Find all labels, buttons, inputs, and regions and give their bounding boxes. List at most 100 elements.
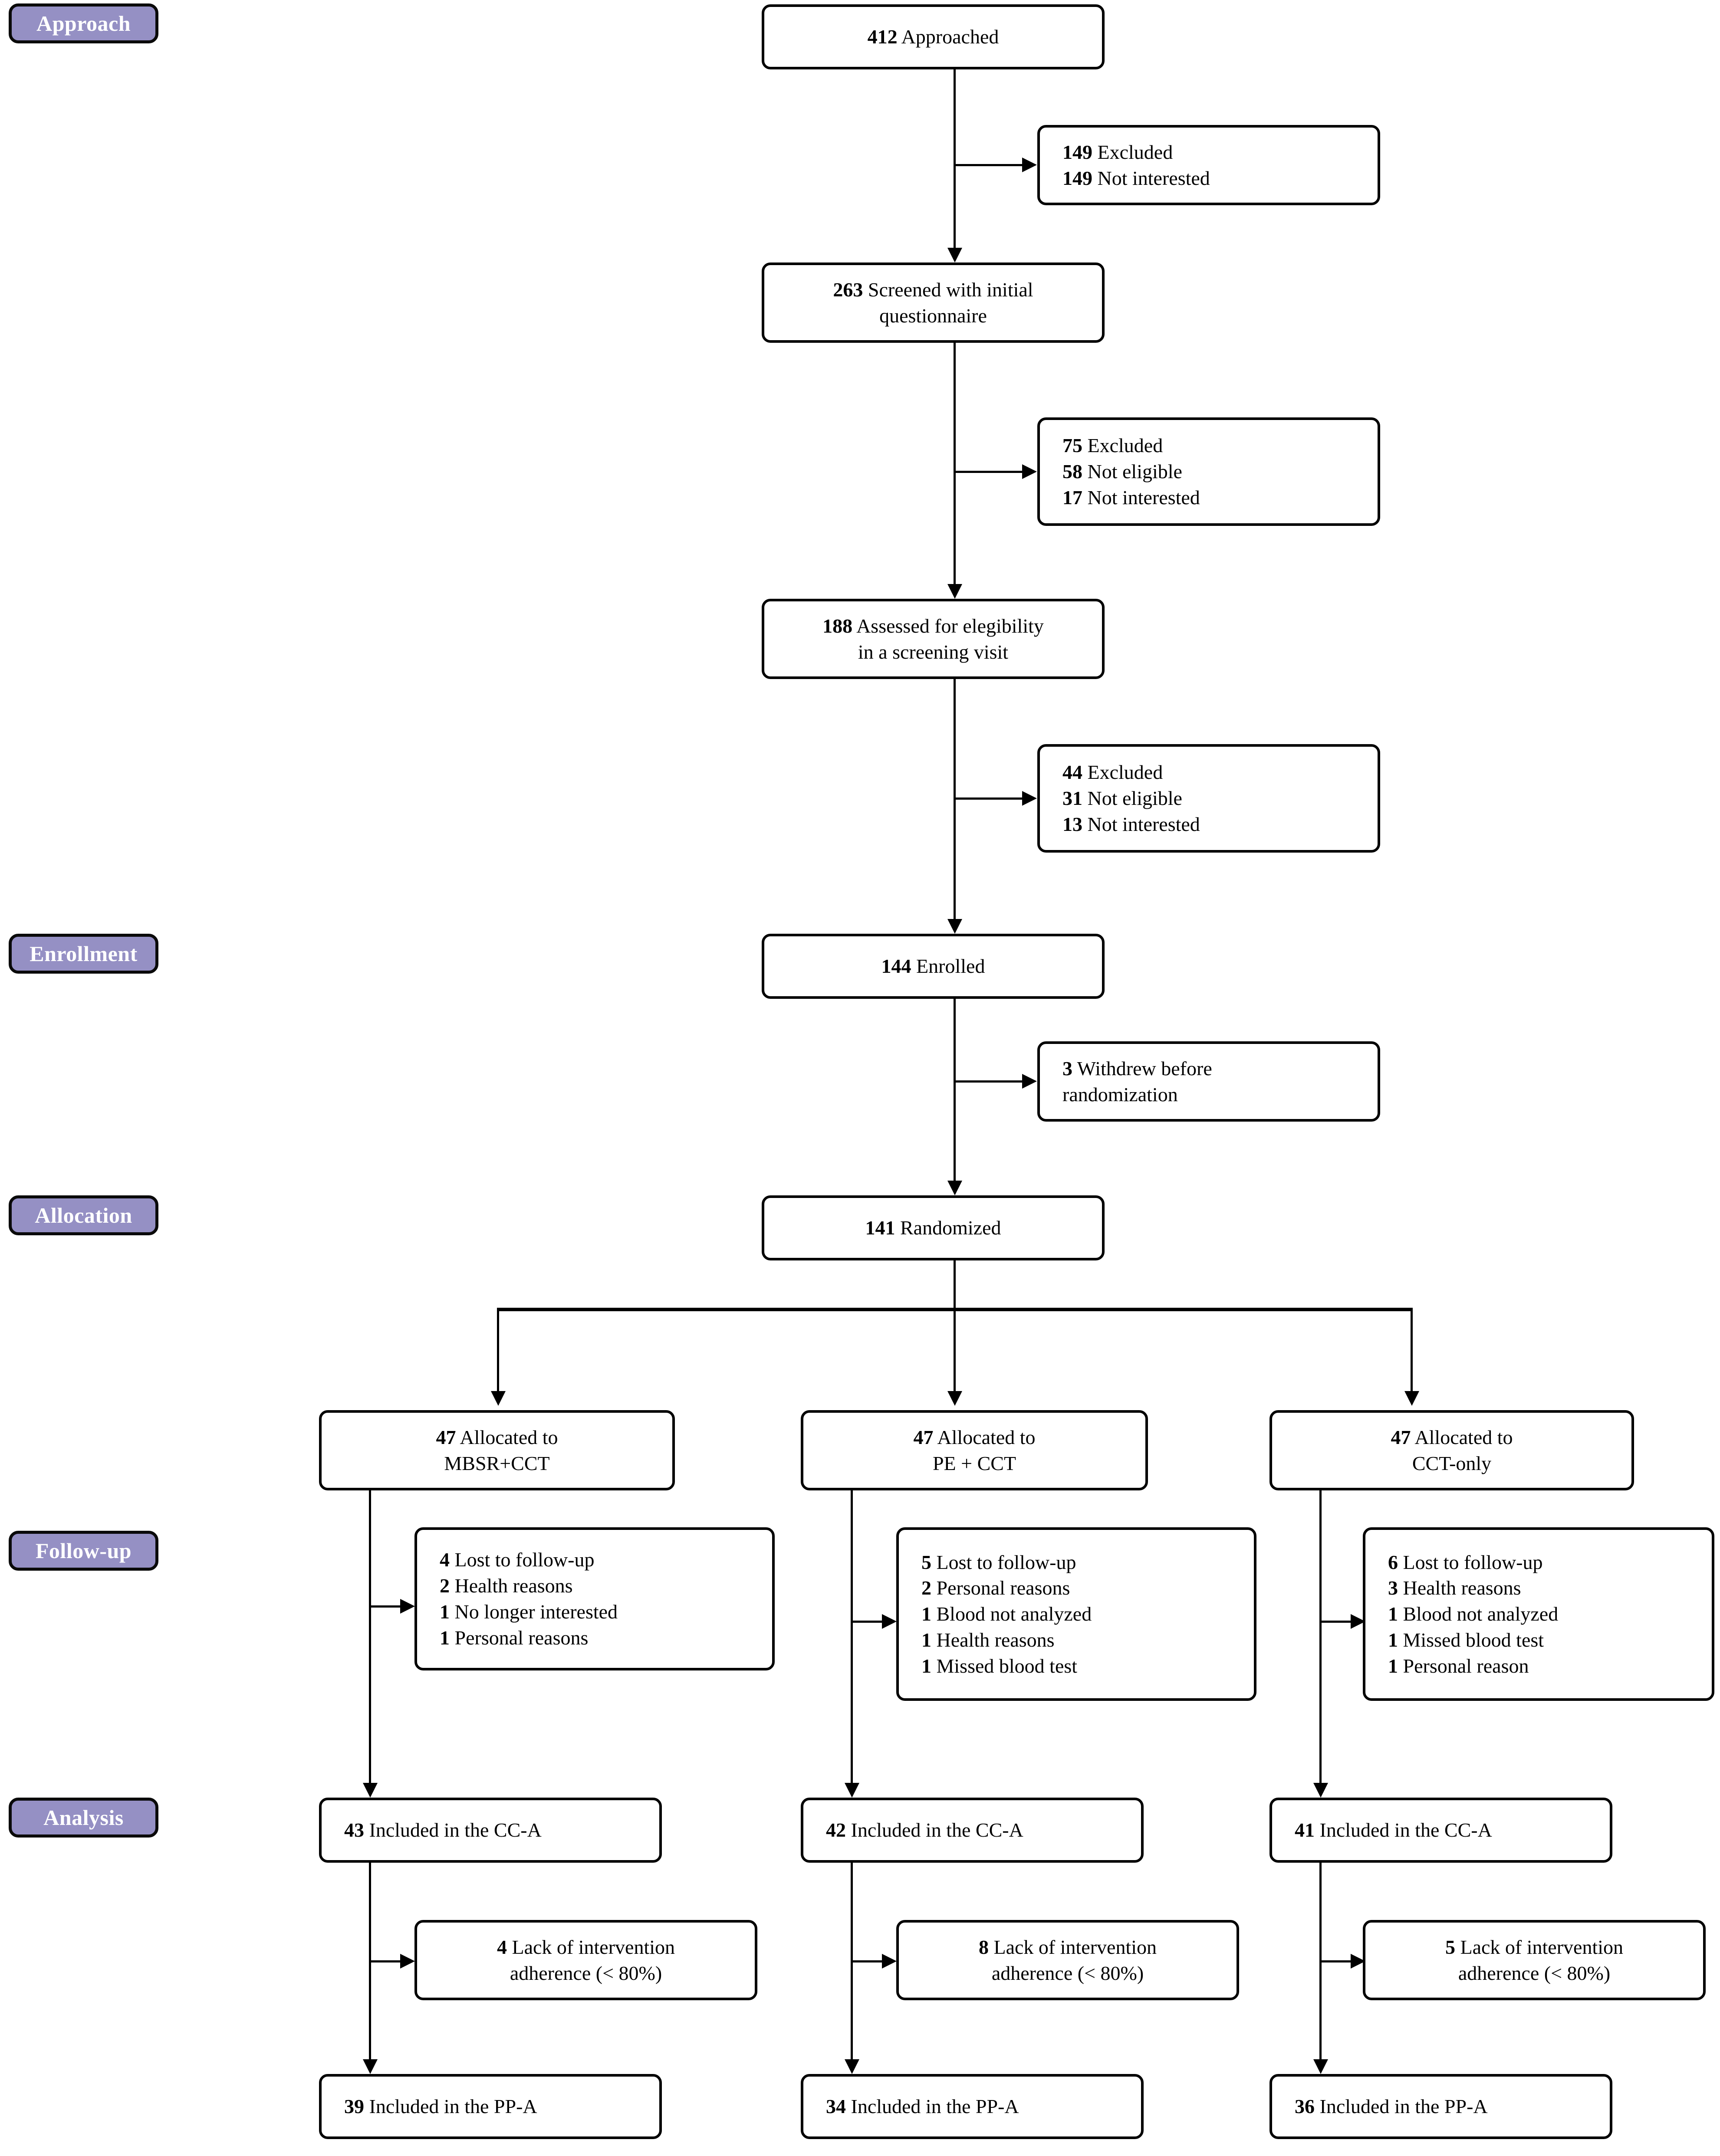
lost-cct-count-4: 1 (1388, 1654, 1398, 1677)
box-excluded-1: 149 Excluded 149 Not interested (1037, 125, 1380, 205)
lost-pe-line2: 2 Personal reasons (921, 1575, 1070, 1601)
lost-cct-text-4: Personal reason (1398, 1654, 1529, 1677)
box-randomized: 141 Randomized (762, 1195, 1105, 1260)
lost-cct-text-0: Lost to follow-up (1398, 1551, 1543, 1573)
allocated-pe-count: 47 (913, 1426, 934, 1448)
allocated-cct-line2: CCT-only (1412, 1452, 1492, 1474)
ppa-mbsr-line: 39 Included in the PP-A (344, 2094, 537, 2120)
lost-cct-line3: 1 Blood not analyzed (1388, 1601, 1558, 1627)
box-withdrew-line2: randomization (1062, 1083, 1178, 1106)
lost-pe-count-2: 1 (921, 1603, 931, 1625)
box-lost-arm-cct: 6 Lost to follow-up 3 Health reasons 1 B… (1363, 1527, 1714, 1701)
arrow-cct-to-lost (1351, 1614, 1365, 1629)
excluded-2-text-0: Excluded (1082, 434, 1163, 457)
excluded-1-text-0: Excluded (1092, 141, 1173, 163)
box-adherence-arm-pe: 8 Lack of intervention adherence (< 80%) (896, 1920, 1239, 2000)
excluded-2-text-2: Not interested (1082, 486, 1200, 509)
box-randomized-text: Randomized (895, 1217, 1001, 1239)
connector-approached-to-excluded (954, 164, 1022, 166)
box-approached-count: 412 (867, 26, 898, 48)
arrow-mbsr-alloc-to-cca (363, 1783, 378, 1798)
allocated-mbsr-line1: 47 Allocated to (436, 1424, 558, 1450)
excluded-3-text-2: Not interested (1082, 813, 1200, 835)
arrow-mbsr-cca-to-ppa (363, 2059, 378, 2074)
lost-pe-text-2: Blood not analyzed (931, 1603, 1092, 1625)
box-randomized-line: 141 Randomized (865, 1215, 1001, 1241)
box-approached-text: Approached (897, 26, 999, 48)
arrow-mbsr-to-lost (400, 1599, 415, 1614)
withdrew-count: 3 (1062, 1057, 1072, 1080)
box-assessed: 188 Assessed for elegibility in a screen… (762, 599, 1105, 679)
cca-mbsr-line: 43 Included in the CC-A (344, 1817, 542, 1843)
arrow-split-right (1404, 1391, 1419, 1406)
arrow-assessed-to-enrolled (947, 919, 962, 934)
lost-cct-count-3: 1 (1388, 1628, 1398, 1651)
arrow-screened-to-excluded (1022, 464, 1037, 479)
box-excluded-3: 44 Excluded 31 Not eligible 13 Not inter… (1037, 744, 1380, 853)
box-ppa-arm-mbsr: 39 Included in the PP-A (319, 2074, 662, 2139)
ppa-mbsr-text: Included in the PP-A (364, 2095, 537, 2118)
lost-cct-text-2: Blood not analyzed (1398, 1603, 1559, 1625)
connector-mbsr-alloc-to-cca (369, 1490, 371, 1783)
ppa-pe-count: 34 (826, 2095, 846, 2118)
adherence-pe-line2: adherence (< 80%) (991, 1962, 1144, 1984)
box-allocated-arm-cct: 47 Allocated to CCT-only (1269, 1410, 1634, 1490)
connector-assessed-to-excluded (954, 797, 1022, 800)
box-assessed-line2: in a screening visit (858, 640, 1009, 663)
cca-mbsr-count: 43 (344, 1819, 364, 1841)
arrow-pe-to-lost (882, 1614, 897, 1629)
excluded-3-text-1: Not eligible (1082, 787, 1182, 810)
cca-mbsr-text: Included in the CC-A (364, 1819, 542, 1841)
lost-pe-count-4: 1 (921, 1654, 931, 1677)
arrow-cct-to-adherence (1351, 1954, 1365, 1969)
arrow-approached-to-excluded (1022, 158, 1037, 172)
connector-enrolled-to-randomized (954, 999, 956, 1181)
box-lost-arm-mbsr: 4 Lost to follow-up 2 Health reasons 1 N… (414, 1527, 775, 1670)
stage-label-allocation: Allocation (35, 1203, 132, 1227)
stage-badge-enrollment: Enrollment (9, 934, 158, 974)
box-adherence-arm-mbsr: 4 Lack of intervention adherence (< 80%) (414, 1920, 757, 2000)
lost-pe-text-3: Health reasons (931, 1628, 1055, 1651)
box-withdrew-line1: 3 Withdrew before (1062, 1056, 1212, 1082)
box-screened-count: 263 (833, 278, 863, 301)
box-enrolled-count: 144 (881, 955, 911, 978)
box-assessed-text: Assessed for elegibility (852, 614, 1044, 637)
connector-screened-to-excluded (954, 471, 1022, 473)
box-excluded-2-line3: 17 Not interested (1062, 485, 1200, 511)
lost-mbsr-line4: 1 Personal reasons (440, 1625, 588, 1651)
adherence-pe-text: Lack of intervention (988, 1936, 1157, 1958)
excluded-3-count-2: 13 (1062, 813, 1082, 835)
arrow-cct-cca-to-ppa (1313, 2059, 1328, 2074)
box-enrolled: 144 Enrolled (762, 934, 1105, 999)
excluded-1-count-1: 149 (1062, 167, 1092, 189)
stage-badge-allocation: Allocation (9, 1195, 158, 1235)
adherence-mbsr-line2: adherence (< 80%) (510, 1962, 662, 1984)
ppa-mbsr-count: 39 (344, 2095, 364, 2118)
box-excluded-3-line3: 13 Not interested (1062, 811, 1200, 837)
box-approached-line: 412 Approached (868, 24, 999, 50)
box-enrolled-line: 144 Enrolled (881, 953, 985, 979)
connector-pe-to-adherence (851, 1960, 882, 1962)
lost-cct-line2: 3 Health reasons (1388, 1575, 1521, 1601)
adherence-mbsr-count: 4 (497, 1936, 507, 1958)
lost-cct-line1: 6 Lost to follow-up (1388, 1549, 1542, 1575)
stage-label-approach: Approach (36, 11, 131, 36)
excluded-2-count-2: 17 (1062, 486, 1082, 509)
box-excluded-1-line1: 149 Excluded (1062, 139, 1173, 165)
stage-label-enrollment: Enrollment (30, 942, 138, 966)
lost-cct-count-0: 6 (1388, 1551, 1398, 1573)
stage-badge-analysis: Analysis (9, 1798, 158, 1838)
arrow-pe-alloc-to-cca (845, 1783, 859, 1798)
arrow-split-left (491, 1391, 506, 1406)
box-allocated-arm-mbsr: 47 Allocated to MBSR+CCT (319, 1410, 675, 1490)
lost-pe-text-0: Lost to follow-up (931, 1551, 1076, 1573)
excluded-3-count-0: 44 (1062, 761, 1082, 784)
box-cca-arm-cct: 41 Included in the CC-A (1269, 1798, 1612, 1863)
box-ppa-arm-cct: 36 Included in the PP-A (1269, 2074, 1612, 2139)
arrow-enrolled-to-randomized (947, 1181, 962, 1195)
box-screened-text: Screened with initial (863, 278, 1033, 301)
box-randomized-count: 141 (865, 1217, 895, 1239)
box-lost-arm-pe: 5 Lost to follow-up 2 Personal reasons 1… (896, 1527, 1256, 1701)
excluded-1-count-0: 149 (1062, 141, 1092, 163)
lost-mbsr-line1: 4 Lost to follow-up (440, 1547, 594, 1573)
